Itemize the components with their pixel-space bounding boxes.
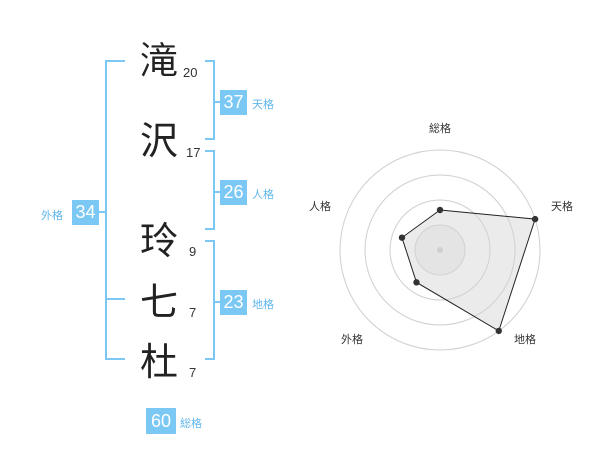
jinkaku-label: 人格 xyxy=(252,188,274,201)
gaikaku-value: 34 xyxy=(72,200,99,225)
radar-center xyxy=(437,247,443,253)
gaikaku-label: 外格 xyxy=(41,209,63,222)
radar-point xyxy=(495,327,502,335)
tenkaku-label: 天格 xyxy=(252,98,274,111)
jinkaku-value: 26 xyxy=(220,180,247,205)
name-char-5: 杜 xyxy=(140,340,179,384)
radar-point xyxy=(531,215,539,223)
soukaku-label: 総格 xyxy=(180,417,202,430)
tenkaku-connector xyxy=(215,101,221,103)
name-char-3: 玲 xyxy=(140,219,179,263)
radar-axis-label: 天格 xyxy=(551,199,573,213)
radar-axis-label: 人格 xyxy=(309,199,331,213)
soukaku-value: 60 xyxy=(146,408,176,434)
stroke-count-4: 7 xyxy=(189,305,197,320)
name-char-1: 滝 xyxy=(140,39,179,83)
radar-ring xyxy=(364,174,516,326)
radar-point xyxy=(413,279,420,286)
stroke-count-2: 17 xyxy=(186,145,201,160)
gaikaku-bracket xyxy=(105,60,125,360)
chikaku-label: 地格 xyxy=(252,298,274,311)
chikaku-connector xyxy=(215,301,221,303)
stroke-count-3: 9 xyxy=(189,244,197,259)
tenkaku-value: 37 xyxy=(220,90,247,115)
tenkaku-bracket xyxy=(205,60,215,140)
radar-polygon xyxy=(401,209,536,332)
jinkaku-connector xyxy=(215,191,221,193)
radar-ring xyxy=(339,149,541,351)
name-char-4: 七 xyxy=(140,280,179,324)
jinkaku-bracket xyxy=(205,150,215,230)
radar-axis-label: 総格 xyxy=(429,121,451,135)
radar-axis-label: 地格 xyxy=(514,332,536,346)
radar-ring xyxy=(389,199,491,301)
radar-point xyxy=(398,234,406,241)
chikaku-bracket xyxy=(205,240,215,360)
gaikaku-split-tick xyxy=(105,298,125,300)
radar-axis-label: 外格 xyxy=(341,332,363,346)
stroke-count-5: 7 xyxy=(189,365,197,380)
radar-point xyxy=(436,206,444,214)
chikaku-value: 23 xyxy=(220,290,247,315)
stroke-count-1: 20 xyxy=(183,65,198,80)
gaikaku-connector xyxy=(98,211,106,213)
name-char-2: 沢 xyxy=(140,119,179,163)
